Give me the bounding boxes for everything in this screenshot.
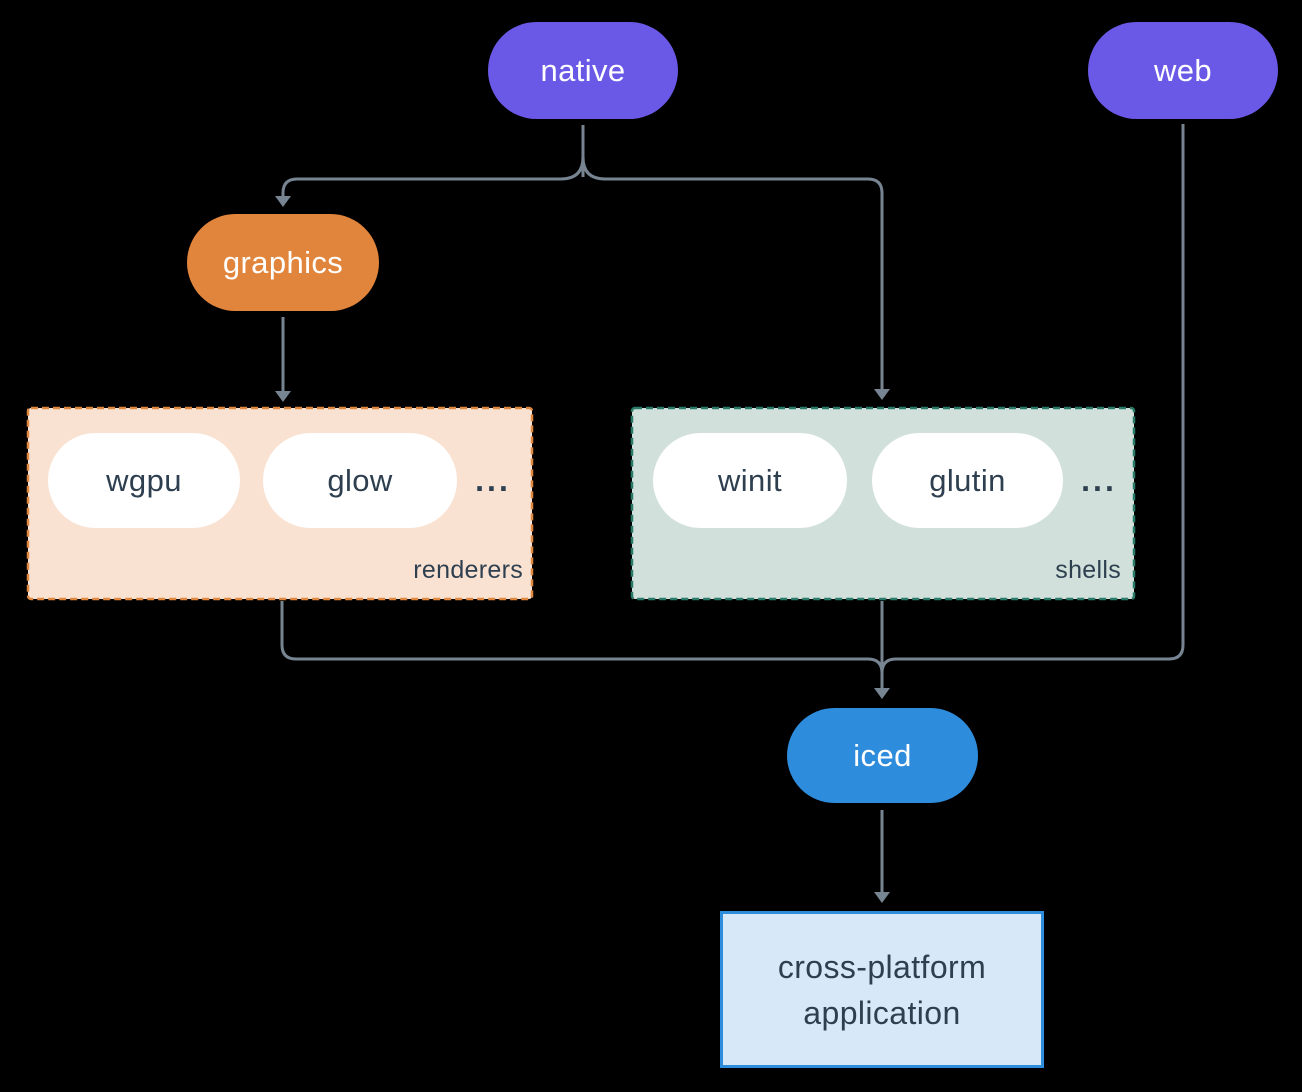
winit-node: winit: [653, 433, 847, 528]
edge-native-graphics: [275, 156, 585, 207]
graphics-node: graphics: [187, 214, 379, 311]
renderers-ellipsis: ...: [475, 462, 511, 498]
web-node: web: [1088, 22, 1278, 119]
glow-node: glow: [263, 433, 457, 528]
shells-caption: shells: [1055, 556, 1121, 584]
edge-renderers-iced: [280, 601, 884, 674]
glutin-node: glutin: [872, 433, 1063, 528]
renderers-caption: renderers: [413, 556, 523, 584]
wgpu-node: wgpu: [48, 433, 240, 528]
edge-native-shells: [581, 156, 890, 400]
application-label-line1: cross-platform: [777, 948, 987, 985]
shells-ellipsis: ...: [1081, 462, 1117, 498]
iced-node: iced: [787, 708, 978, 803]
application-label-line2: application: [803, 994, 961, 1031]
native-node: native: [488, 22, 678, 119]
edge-web-iced: [880, 124, 1185, 674]
application-node: cross-platform application: [720, 911, 1044, 1068]
